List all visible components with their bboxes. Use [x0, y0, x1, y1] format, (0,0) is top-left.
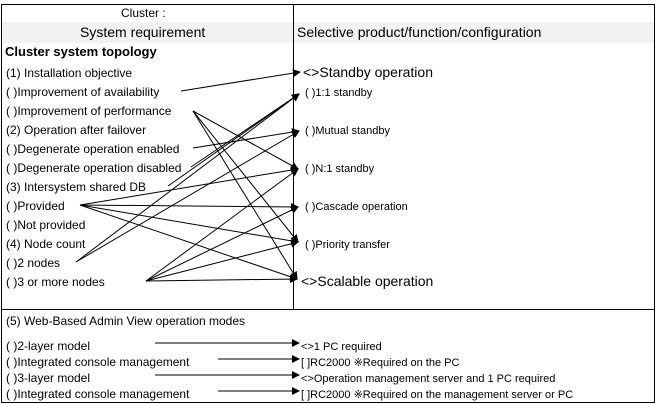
- arrow-performance-to-scalable: [192, 110, 298, 280]
- requirement-improvement-of-performance: ( )Improvement of performance: [6, 104, 172, 118]
- option-1-1-standby: ( )1:1 standby: [305, 87, 373, 99]
- arrow-availability-to-standby: [180, 69, 301, 92]
- web-left-integrated-console-1: ( )Integrated console management: [6, 355, 190, 369]
- column-header-system-requirement: System requirement: [80, 24, 206, 40]
- right-header-cell: [294, 22, 654, 43]
- requirement-operation-after-failover: (2) Operation after failover: [6, 123, 147, 137]
- arrow-shared-db-to-1-1-standby: [167, 93, 300, 187]
- arrow-2-nodes-to-1-1-standby: [75, 93, 300, 263]
- left-header-cell: [2, 22, 293, 43]
- requirement-node-count: (4) Node count: [6, 237, 86, 251]
- option-n-1-standby: ( )N:1 standby: [305, 163, 375, 175]
- requirement-intersystem-shared-db: (3) Intersystem shared DB: [6, 180, 147, 194]
- requirement-improvement-of-availability: ( )Improvement of availability: [6, 85, 160, 99]
- arrow-provided-to-priority-transfer: [79, 204, 299, 245]
- arrow-3-nodes-to-cascade: [145, 206, 299, 282]
- web-left-2-layer-model: ( )2-layer model: [6, 339, 91, 353]
- arrow-provided-to-scalable: [79, 204, 298, 281]
- section-title: Cluster system topology: [5, 44, 157, 59]
- arrow-3-nodes-to-priority-transfer: [145, 239, 299, 282]
- option-scalable-operation: <>Scalable operation: [301, 273, 434, 289]
- option-priority-transfer: ( )Priority transfer: [305, 239, 390, 251]
- web-right-management-server-and-pc: <>Operation management server and 1 PC r…: [301, 373, 556, 385]
- requirement-installation-objective: (1) Installation objective: [6, 66, 133, 80]
- cluster-label: Cluster :: [121, 6, 166, 20]
- requirement-db-not-provided: ( )Not provided: [6, 218, 86, 232]
- web-right-rc2000-pc: [ ]RC2000 ※Required on the PC: [301, 357, 460, 369]
- column-header-selective-product: Selective product/function/configuration: [297, 24, 542, 40]
- arrow-provided-to-n1-standby: [79, 166, 299, 206]
- arrow-3-nodes-to-scalable: [145, 275, 298, 284]
- web-right-rc2000-management-server: [ ]RC2000 ※Required on the management se…: [301, 389, 574, 401]
- option-mutual-standby: ( )Mutual standby: [305, 125, 390, 137]
- requirement-3-or-more-nodes: ( )3 or more nodes: [6, 275, 105, 289]
- option-cascade-operation: ( )Cascade operation: [305, 201, 408, 213]
- requirement-degenerate-enabled: ( )Degenerate operation enabled: [6, 142, 180, 156]
- web-right-1-pc-required: <>1 PC required: [301, 341, 382, 353]
- arrow-2-nodes-to-mutual-standby: [75, 130, 300, 263]
- arrow-provided-to-cascade: [79, 202, 299, 211]
- arrow-performance-to-priority-transfer: [192, 110, 299, 243]
- option-standby-operation: <>Standby operation: [303, 64, 433, 80]
- requirement-degenerate-disabled: ( )Degenerate operation disabled: [6, 161, 182, 175]
- requirement-2-nodes: ( )2 nodes: [6, 256, 61, 270]
- arrow-degenerate-enabled-to-mutual-standby: [192, 128, 300, 149]
- web-admin-title: (5) Web-Based Admin View operation modes: [6, 314, 246, 328]
- web-left-integrated-console-2: ( )Integrated console management: [6, 387, 190, 401]
- arrow-3-nodes-to-n1-standby: [145, 168, 299, 282]
- requirement-db-provided: ( )Provided: [6, 199, 65, 213]
- web-left-3-layer-model: ( )3-layer model: [6, 371, 91, 385]
